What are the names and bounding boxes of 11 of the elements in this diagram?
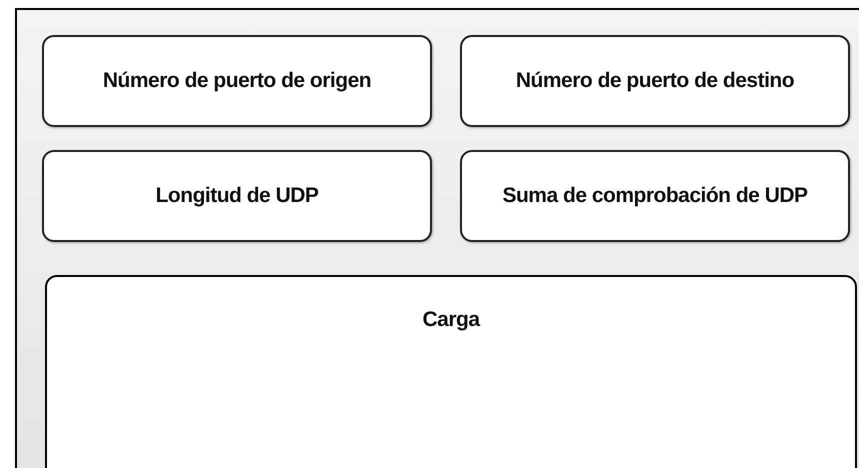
payload-box	[45, 275, 857, 468]
field-label: Carga	[421, 307, 482, 333]
field-box	[460, 35, 850, 127]
field-label: Suma de comprobación de UDP	[501, 182, 809, 209]
field-box	[42, 150, 432, 242]
field-label: Número de puerto de destino	[514, 68, 796, 94]
field-label: Longitud de UDP	[154, 182, 320, 209]
field-label: Número de puerto de origen	[102, 68, 372, 94]
panel-frame	[15, 8, 859, 468]
field-box	[460, 150, 850, 242]
field-box	[42, 35, 432, 127]
